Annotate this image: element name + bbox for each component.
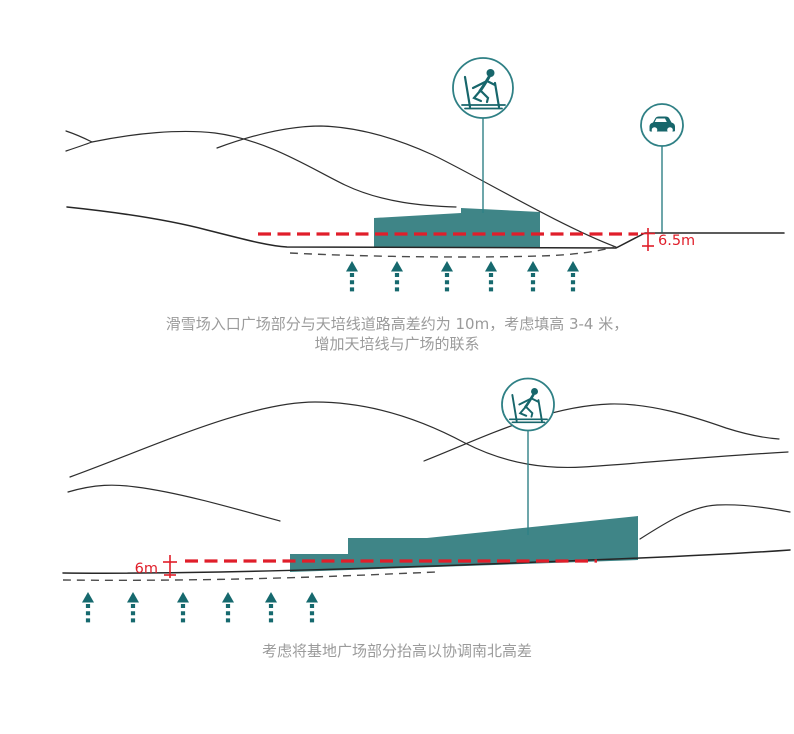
- ridge-fork-line: [65, 130, 93, 143]
- bottom-section-diagram: 6m: [62, 377, 791, 640]
- top-caption: 滑雪场入口广场部分与天培线道路高差约为 10m，考虑填高 3-4 米， 增加天培…: [0, 314, 794, 354]
- uplift-arrow-icon: [391, 261, 403, 295]
- right-mountain-ridge-line: [423, 403, 780, 462]
- uplift-arrow-icon: [222, 592, 234, 626]
- ridge-fork-line: [65, 141, 93, 152]
- raise-uplift-arrows: [82, 592, 318, 626]
- mountain-slope-line: [216, 125, 617, 248]
- top-section-diagram: 6.5m: [65, 57, 785, 310]
- fill-uplift-arrows: [346, 261, 579, 295]
- dimension-label: 6.5m: [658, 233, 695, 249]
- excavation-dashed-line: [289, 246, 615, 258]
- uplift-arrow-icon: [306, 592, 318, 626]
- top-caption-line1: 滑雪场入口广场部分与天培线道路高差约为 10m，考虑填高 3-4 米，: [165, 315, 629, 333]
- ground-line: [62, 549, 791, 574]
- uplift-arrow-icon: [527, 261, 539, 295]
- uplift-arrow-icon: [127, 592, 139, 626]
- ground-line: [66, 206, 785, 249]
- foreground-hill-line: [67, 484, 281, 522]
- entry-plaza-building-mass: [374, 208, 540, 248]
- existing-ground-dashed-line: [62, 571, 437, 581]
- uplift-arrow-icon: [177, 592, 189, 626]
- dimension-marker: 6m: [135, 555, 177, 578]
- right-foothill-line: [639, 504, 791, 540]
- uplift-arrow-icon: [441, 261, 453, 295]
- dimension-marker: 6.5m: [641, 228, 695, 251]
- left-hill-ridge-line: [91, 130, 457, 208]
- dimension-label: 6m: [135, 561, 158, 577]
- bottom-caption: 考虑将基地广场部分抬高以协调南北高差: [261, 642, 532, 660]
- uplift-arrow-icon: [485, 261, 497, 295]
- uplift-arrow-icon: [265, 592, 277, 626]
- uplift-arrow-icon: [82, 592, 94, 626]
- uplift-arrow-icon: [346, 261, 358, 295]
- uplift-arrow-icon: [567, 261, 579, 295]
- top-caption-line2: 增加天培线与广场的联系: [314, 335, 480, 353]
- left-mountain-ridge-line: [69, 401, 789, 478]
- plaza-building-mass: [290, 516, 638, 572]
